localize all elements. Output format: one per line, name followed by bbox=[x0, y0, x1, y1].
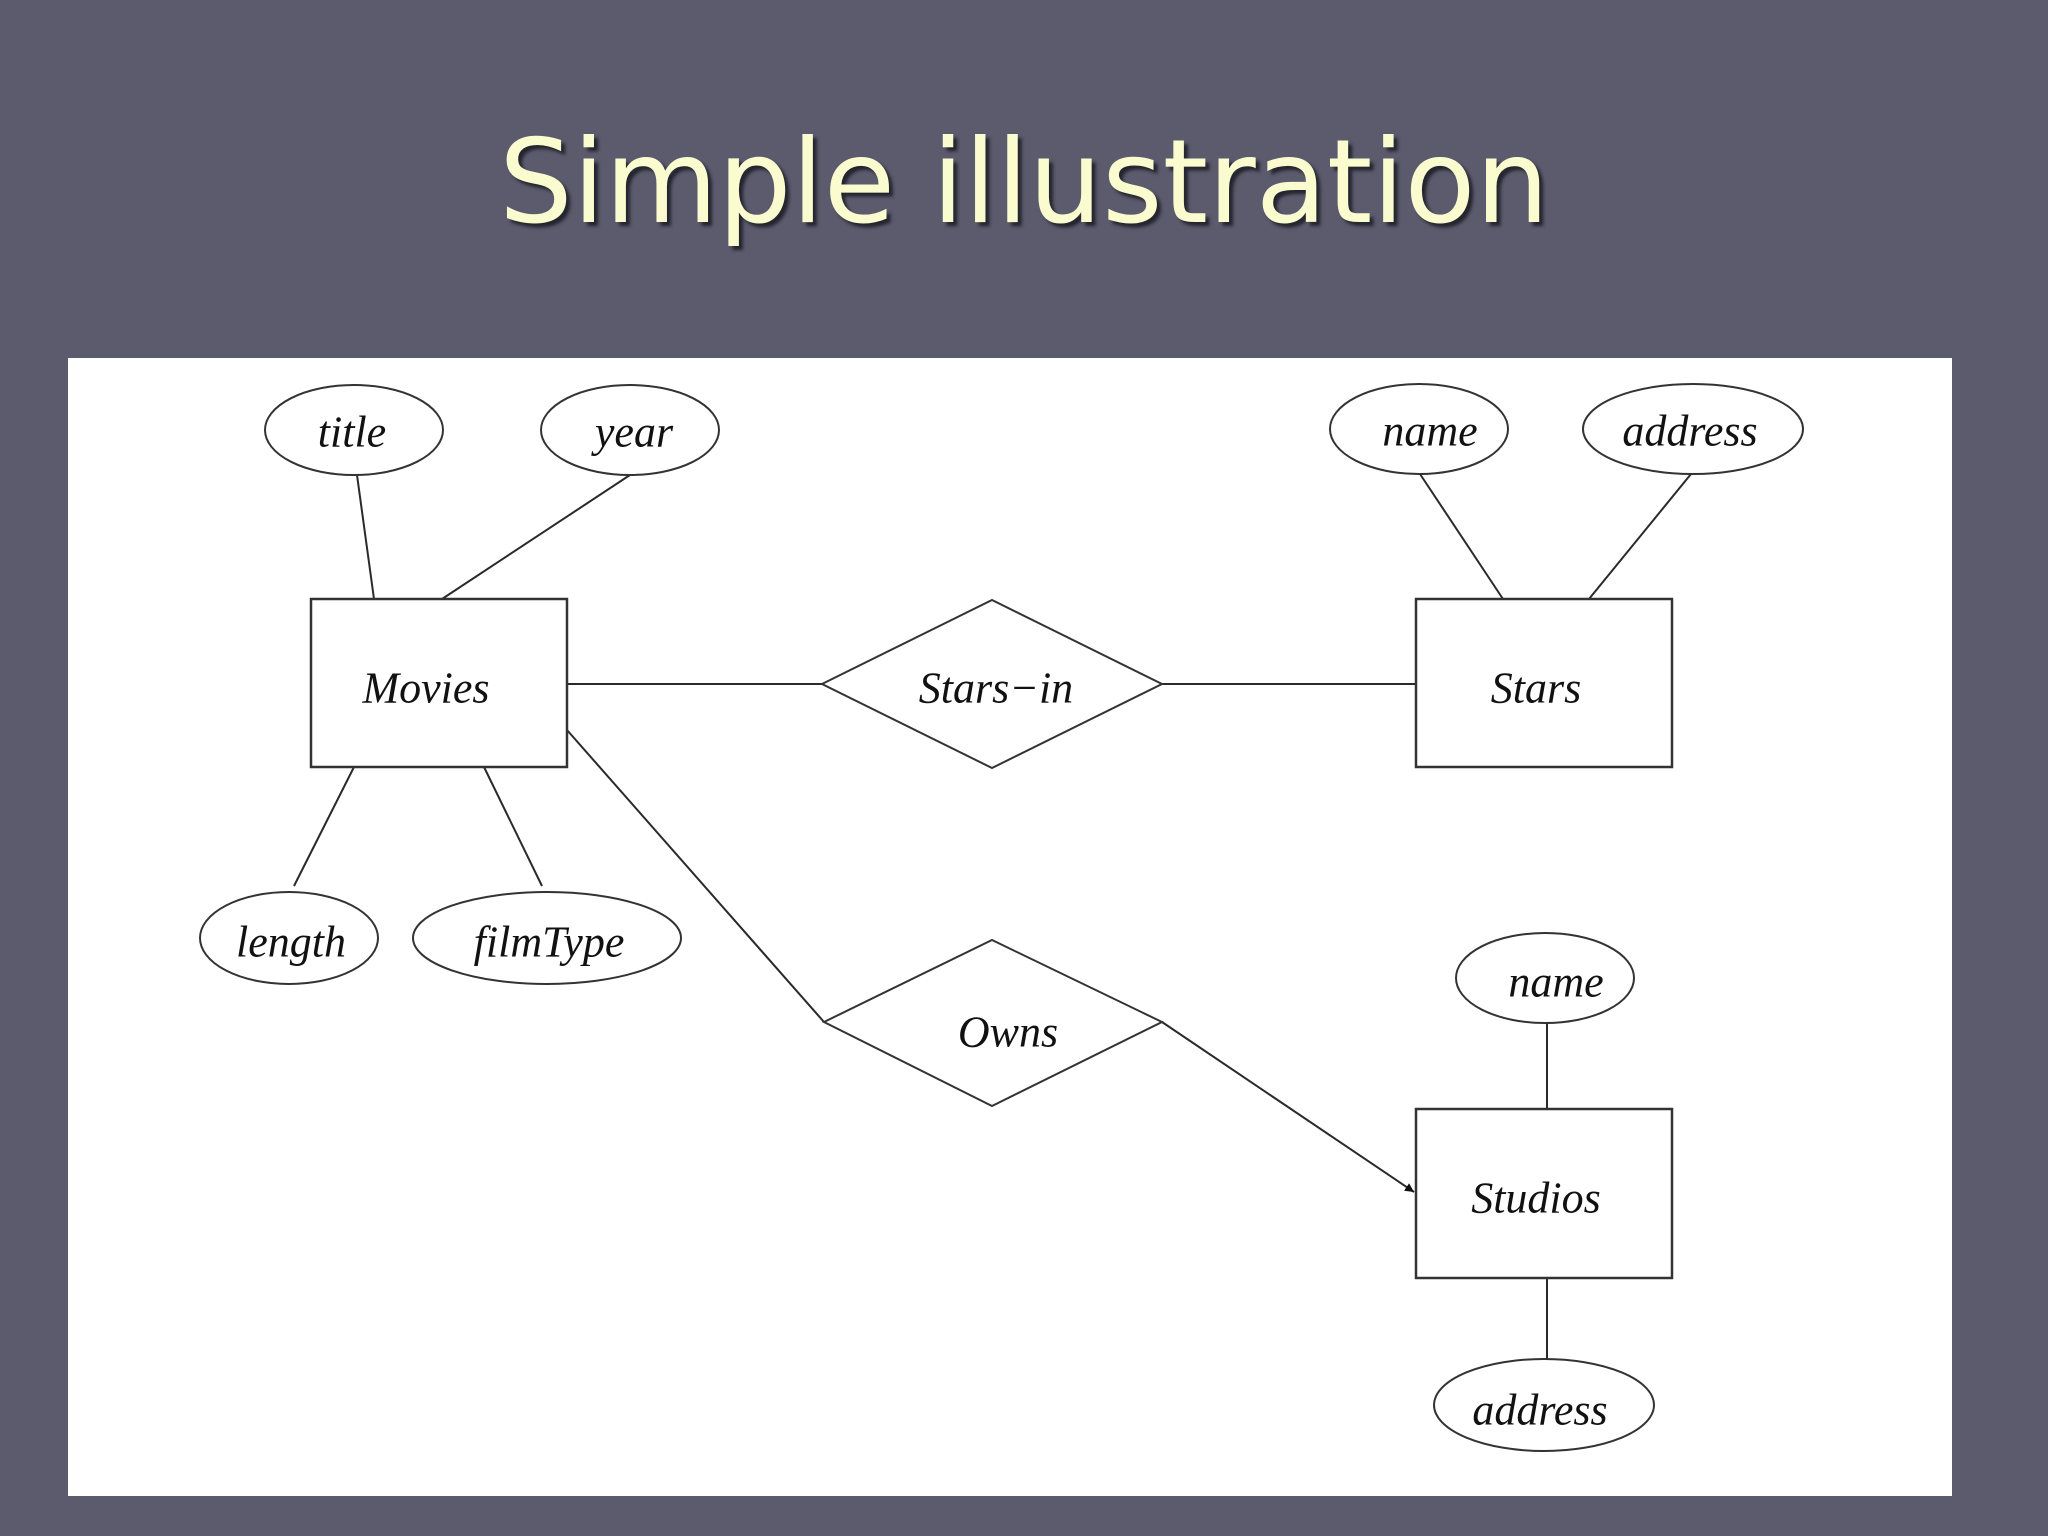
attribute-movies-length: length bbox=[199, 891, 379, 985]
attribute-stars-address-label: address bbox=[1622, 407, 1757, 456]
relationship-owns-label: Owns bbox=[958, 1008, 1058, 1057]
attribute-movies-filmtype: filmType bbox=[412, 891, 682, 985]
edge-stars-name bbox=[1419, 473, 1504, 600]
entity-stars-label: Stars bbox=[1491, 664, 1581, 713]
attribute-stars-name-label: name bbox=[1382, 407, 1477, 456]
entity-movies: Movies bbox=[309, 597, 569, 769]
entity-studios-label: Studios bbox=[1471, 1174, 1601, 1223]
attribute-studios-name: name bbox=[1455, 932, 1635, 1024]
attribute-movies-year-label: year bbox=[591, 408, 674, 457]
attribute-movies-length-label: length bbox=[236, 918, 346, 967]
edge-owns-studios-arrow bbox=[1161, 1021, 1415, 1193]
entity-stars: Stars bbox=[1414, 597, 1674, 769]
attribute-movies-title: title bbox=[264, 384, 444, 476]
slide-title: Simple illustration bbox=[498, 115, 1550, 250]
attribute-stars-name: name bbox=[1329, 383, 1509, 475]
edge-movies-length bbox=[293, 766, 355, 887]
relationship-stars-in: Stars−in bbox=[819, 598, 1165, 770]
attribute-stars-address: address bbox=[1582, 383, 1804, 475]
edge-movies-owns bbox=[566, 729, 825, 1023]
edge-year-movies bbox=[441, 474, 631, 600]
edge-movies-filmtype bbox=[483, 766, 543, 887]
edge-title-movies bbox=[356, 474, 375, 600]
attribute-movies-filmtype-label: filmType bbox=[474, 918, 625, 967]
attribute-studios-address: address bbox=[1433, 1358, 1655, 1452]
attribute-movies-year: year bbox=[540, 384, 720, 476]
entity-movies-label: Movies bbox=[361, 664, 489, 713]
attribute-studios-address-label: address bbox=[1472, 1386, 1607, 1435]
edge-stars-address bbox=[1588, 473, 1692, 600]
attribute-studios-name-label: name bbox=[1508, 958, 1603, 1007]
er-diagram: Movies Stars Studios Stars−in Owns title… bbox=[199, 383, 1804, 1452]
entity-studios: Studios bbox=[1414, 1107, 1674, 1280]
relationship-owns: Owns bbox=[821, 938, 1165, 1108]
er-diagram-panel: Movies Stars Studios Stars−in Owns title… bbox=[68, 358, 1952, 1496]
attribute-movies-title-label: title bbox=[318, 408, 386, 457]
relationship-stars-in-label: Stars−in bbox=[919, 664, 1073, 713]
